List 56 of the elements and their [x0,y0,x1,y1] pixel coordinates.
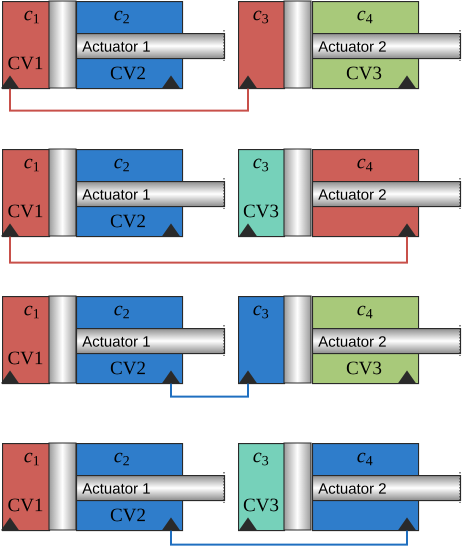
chamber-label: c$_{4}$ [357,306,372,318]
actuator-label: Actuator 2 [318,336,386,347]
chamber-label: c$_{4}$ [357,452,372,466]
chamber-label: c$_{2}$ [114,158,129,172]
actuator-label: Actuator 2 [318,483,386,494]
pipe-line [170,530,408,546]
pipe-line [9,88,249,112]
cv-label: CV2 [110,362,145,374]
cv-label: CV1 [8,498,42,512]
port-triangle [398,517,416,530]
port-triangle [398,370,416,384]
port-triangle [238,370,258,384]
port-triangle [0,75,20,88]
port-triangle [162,223,180,236]
actuator-label: Actuator 1 [82,483,150,494]
actuator-label: Actuator 2 [318,189,386,200]
chamber-label: c$_{3}$ [253,158,268,172]
port-triangle [398,223,416,236]
cv-label: CV3 [244,498,278,512]
port-triangle [238,75,258,88]
pipe-line [9,236,408,264]
cv-label: CV3 [244,204,278,218]
chamber-label: c$_{3}$ [253,306,268,318]
port-triangle [162,370,180,384]
cv-label: CV2 [110,508,145,522]
pipe-line [170,384,249,398]
actuator-label: Actuator 2 [318,41,386,52]
cv-label: CV1 [8,352,42,364]
port-triangle [238,517,258,530]
chamber-label: c$_{3}$ [253,452,268,466]
chamber-label: c$_{3}$ [253,10,268,24]
cv-label: CV3 [346,362,382,374]
port-triangle [238,223,258,236]
port-triangle [398,75,416,88]
cv-label: CV1 [8,56,42,70]
chamber-label: c$_{1}$ [24,10,39,24]
actuator-label: Actuator 1 [82,41,150,52]
chamber-label: c$_{2}$ [114,10,129,24]
port-triangle [162,517,180,530]
port-triangle [0,223,20,236]
chamber-label: c$_{4}$ [357,158,372,172]
port-triangle [0,517,20,530]
cv-label: CV2 [110,66,145,80]
port-triangle [0,370,20,384]
chamber-label: c$_{1}$ [24,158,39,172]
chamber-label: c$_{4}$ [357,10,372,24]
chamber-label: c$_{2}$ [114,306,129,318]
cv-label: CV3 [346,66,382,80]
cv-label: CV1 [8,204,42,218]
actuator-label: Actuator 1 [82,189,150,200]
chamber-label: c$_{1}$ [24,306,39,318]
actuator-label: Actuator 1 [82,336,150,347]
port-triangle [162,75,180,88]
chamber-label: c$_{2}$ [114,452,129,466]
chamber-label: c$_{1}$ [24,452,39,466]
cv-label: CV2 [110,214,145,228]
